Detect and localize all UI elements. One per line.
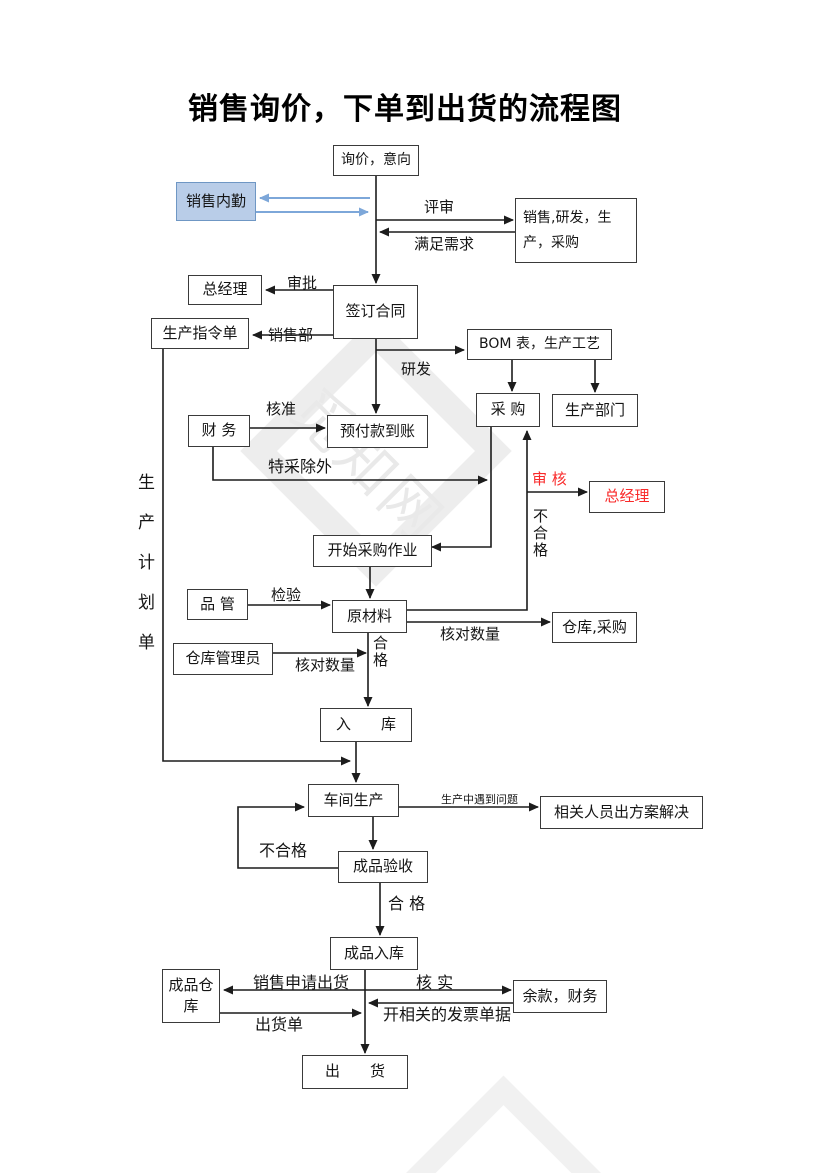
label-qualified: 合 格 bbox=[388, 894, 426, 913]
node-balance-finance: 余款，财务 bbox=[513, 980, 607, 1013]
label-unqualified-loop: 不合格 bbox=[259, 841, 308, 860]
label-check-qty-left: 核对数量 bbox=[295, 656, 356, 674]
node-sign-contract: 签订合同 bbox=[333, 285, 418, 339]
label-special-exception: 特采除外 bbox=[268, 457, 333, 476]
label-production-issue: 生产中遇到问题 bbox=[441, 793, 518, 806]
node-sales-support: 销售内勤 bbox=[176, 182, 256, 221]
node-production-dept: 生产部门 bbox=[552, 394, 638, 427]
label-invoice-docs: 开相关的发票单据 bbox=[383, 1005, 512, 1024]
node-workshop: 车间生产 bbox=[308, 784, 399, 817]
connector-unqualified-up-to-purchasing bbox=[407, 430, 532, 611]
node-solution-team: 相关人员出方案解决 bbox=[540, 796, 703, 829]
node-prepayment: 预付款到账 bbox=[327, 415, 428, 448]
node-gm-approve: 总经理 bbox=[188, 275, 262, 305]
node-quality-control: 品 管 bbox=[187, 589, 248, 620]
node-finance: 财 务 bbox=[188, 415, 250, 447]
node-ship: 出 货 bbox=[302, 1055, 408, 1089]
node-purchasing: 采 购 bbox=[476, 393, 540, 427]
node-inquiry: 询价，意向 bbox=[333, 145, 419, 176]
connector-special-exception bbox=[212, 447, 488, 485]
connector-purchasing-to-start bbox=[431, 427, 492, 552]
connector-unqualified-loop bbox=[237, 802, 338, 869]
label-check-qty-right: 核对数量 bbox=[440, 625, 501, 643]
node-warehouse-purchasing: 仓库,采购 bbox=[552, 612, 637, 643]
label-production-plan-vertical: 生产计划单 bbox=[134, 473, 154, 673]
node-bom: BOM 表，生产工艺 bbox=[467, 329, 612, 360]
node-start-purchasing: 开始采购作业 bbox=[313, 535, 432, 567]
label-sales-ship-request: 销售申请出货 bbox=[253, 973, 350, 992]
connector-production-order-long-left bbox=[162, 349, 351, 766]
label-audit: 审 核 bbox=[532, 470, 567, 488]
label-sales-dept: 销售部 bbox=[268, 326, 314, 344]
node-review-team: 销售,研发，生产，采购 bbox=[515, 198, 637, 263]
node-product-warehouse: 成品仓库 bbox=[162, 969, 220, 1023]
label-verify-approve: 核准 bbox=[266, 400, 297, 418]
node-production-order: 生产指令单 bbox=[151, 318, 249, 349]
label-qualified-vertical: 合格 bbox=[371, 635, 389, 669]
node-product-check: 成品验收 bbox=[338, 851, 428, 883]
label-approve: 审批 bbox=[287, 274, 318, 292]
label-verify-check: 核 实 bbox=[416, 973, 454, 992]
page-title: 销售询价，下单到出货的流程图 bbox=[188, 92, 622, 127]
label-review: 评审 bbox=[424, 198, 455, 216]
label-rd: 研发 bbox=[401, 360, 432, 378]
label-unqualified-vertical: 不合格 bbox=[531, 508, 549, 559]
node-gm-audit: 总经理 bbox=[589, 481, 665, 513]
node-product-in: 成品入库 bbox=[330, 937, 418, 970]
label-inspect: 检验 bbox=[271, 586, 302, 604]
label-satisfy-demand: 满足需求 bbox=[414, 235, 475, 253]
node-warehouse-in: 入 库 bbox=[320, 708, 412, 742]
label-shipping-note: 出货单 bbox=[255, 1015, 304, 1034]
node-raw-material: 原材料 bbox=[332, 600, 407, 633]
node-warehouse-keeper: 仓库管理员 bbox=[173, 643, 273, 675]
